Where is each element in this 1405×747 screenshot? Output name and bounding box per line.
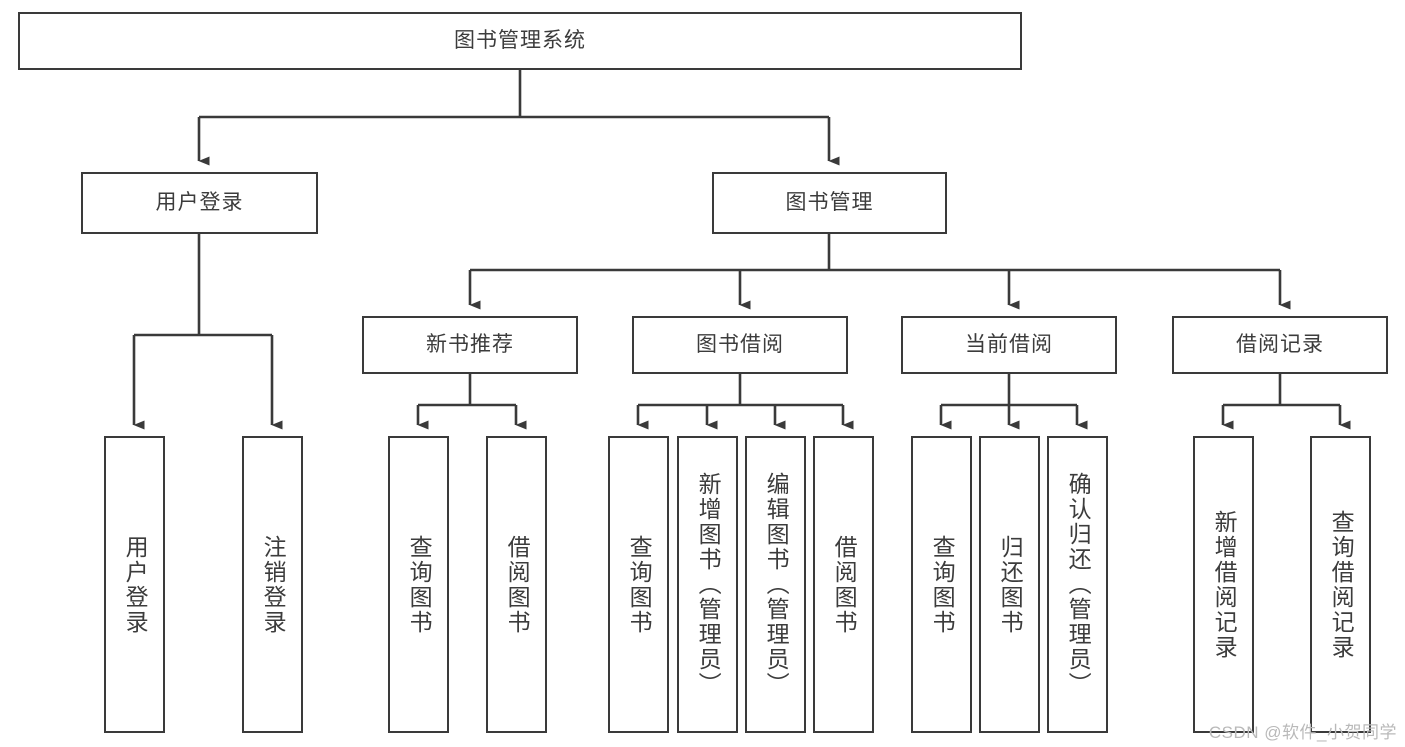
node-new-book-recommend[interactable]: 新书推荐 xyxy=(362,316,578,374)
node-leaf-edit-book-admin[interactable]: 编辑图书（管理员） xyxy=(745,436,806,733)
node-book-borrow[interactable]: 图书借阅 xyxy=(632,316,848,374)
node-leaf-query-book-borrow[interactable]: 查询图书 xyxy=(608,436,669,733)
node-leaf-user-login[interactable]: 用户登录 xyxy=(104,436,165,733)
node-leaf-add-book-admin[interactable]: 新增图书（管理员） xyxy=(677,436,738,733)
node-leaf-query-book-recommend-label: 查询图书 xyxy=(406,534,433,635)
node-user-login-label: 用户登录 xyxy=(155,191,244,215)
node-leaf-query-book-current-label: 查询图书 xyxy=(929,534,956,635)
node-book-management[interactable]: 图书管理 xyxy=(712,172,947,234)
node-leaf-logout-label: 注销登录 xyxy=(260,534,287,635)
node-leaf-edit-book-admin-label: 编辑图书（管理员） xyxy=(763,472,790,697)
node-root-label: 图书管理系统 xyxy=(454,29,586,53)
node-leaf-query-book-borrow-label: 查询图书 xyxy=(626,534,653,635)
node-new-book-recommend-label: 新书推荐 xyxy=(426,333,514,357)
node-current-borrow-label: 当前借阅 xyxy=(965,333,1053,357)
node-current-borrow[interactable]: 当前借阅 xyxy=(901,316,1117,374)
node-leaf-confirm-return-admin[interactable]: 确认归还（管理员） xyxy=(1047,436,1108,733)
node-leaf-borrow-book-recommend[interactable]: 借阅图书 xyxy=(486,436,547,733)
node-leaf-add-book-admin-label: 新增图书（管理员） xyxy=(695,472,722,697)
node-root-book-management-system[interactable]: 图书管理系统 xyxy=(18,12,1022,70)
node-leaf-return-book[interactable]: 归还图书 xyxy=(979,436,1040,733)
node-leaf-add-borrow-record-label: 新增借阅记录 xyxy=(1211,509,1238,660)
node-leaf-return-book-label: 归还图书 xyxy=(997,534,1024,635)
node-borrow-record[interactable]: 借阅记录 xyxy=(1172,316,1388,374)
node-borrow-record-label: 借阅记录 xyxy=(1236,333,1324,357)
node-leaf-confirm-return-admin-label: 确认归还（管理员） xyxy=(1065,472,1092,697)
node-leaf-borrow-book[interactable]: 借阅图书 xyxy=(813,436,874,733)
node-leaf-query-book-current[interactable]: 查询图书 xyxy=(911,436,972,733)
node-leaf-query-borrow-record-label: 查询借阅记录 xyxy=(1328,509,1355,660)
node-leaf-user-login-label: 用户登录 xyxy=(122,534,149,635)
node-leaf-add-borrow-record[interactable]: 新增借阅记录 xyxy=(1193,436,1254,733)
node-user-login[interactable]: 用户登录 xyxy=(81,172,318,234)
node-book-borrow-label: 图书借阅 xyxy=(696,333,784,357)
csdn-watermark: CSDN @软件_小贺同学 xyxy=(1208,723,1397,742)
node-leaf-borrow-book-recommend-label: 借阅图书 xyxy=(504,534,531,635)
node-leaf-borrow-book-label: 借阅图书 xyxy=(831,534,858,635)
node-book-management-label: 图书管理 xyxy=(785,191,874,215)
node-leaf-query-borrow-record[interactable]: 查询借阅记录 xyxy=(1310,436,1371,733)
node-leaf-logout[interactable]: 注销登录 xyxy=(242,436,303,733)
node-leaf-query-book-recommend[interactable]: 查询图书 xyxy=(388,436,449,733)
